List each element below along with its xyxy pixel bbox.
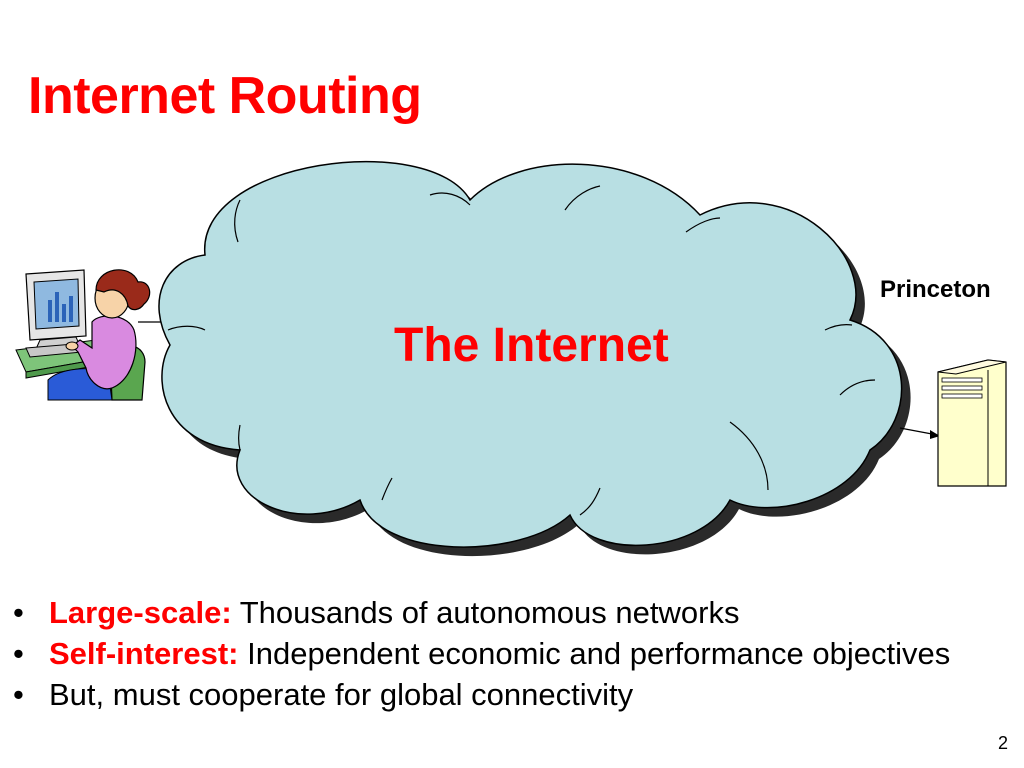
server-connector-arrow (899, 427, 940, 439)
list-item: • Self-interest: Independent economic an… (10, 637, 970, 671)
page-number: 2 (998, 733, 1009, 753)
bullet-text: Independent economic and performance obj… (247, 636, 951, 671)
bullet-dot: • (13, 595, 24, 630)
server-tower-icon (937, 359, 1007, 487)
bullet-text: But, must cooperate for global connectiv… (49, 677, 634, 712)
bullet-text: Thousands of autonomous networks (239, 595, 740, 630)
user-at-computer-icon (15, 269, 151, 401)
list-item: • Large-scale: Thousands of autonomous n… (10, 596, 970, 630)
bullet-keyword: Self-interest: (49, 636, 239, 671)
cloud-icon (158, 160, 911, 557)
cloud-label: The Internet (394, 319, 669, 372)
bullet-dot: • (13, 677, 24, 712)
bullet-list: • Large-scale: Thousands of autonomous n… (10, 596, 970, 719)
bullet-keyword: Large-scale: (49, 595, 232, 630)
server-label: Princeton (880, 276, 991, 303)
list-item: • But, must cooperate for global connect… (10, 678, 970, 712)
slide-title: Internet Routing (28, 67, 422, 125)
bullet-dot: • (13, 636, 24, 671)
